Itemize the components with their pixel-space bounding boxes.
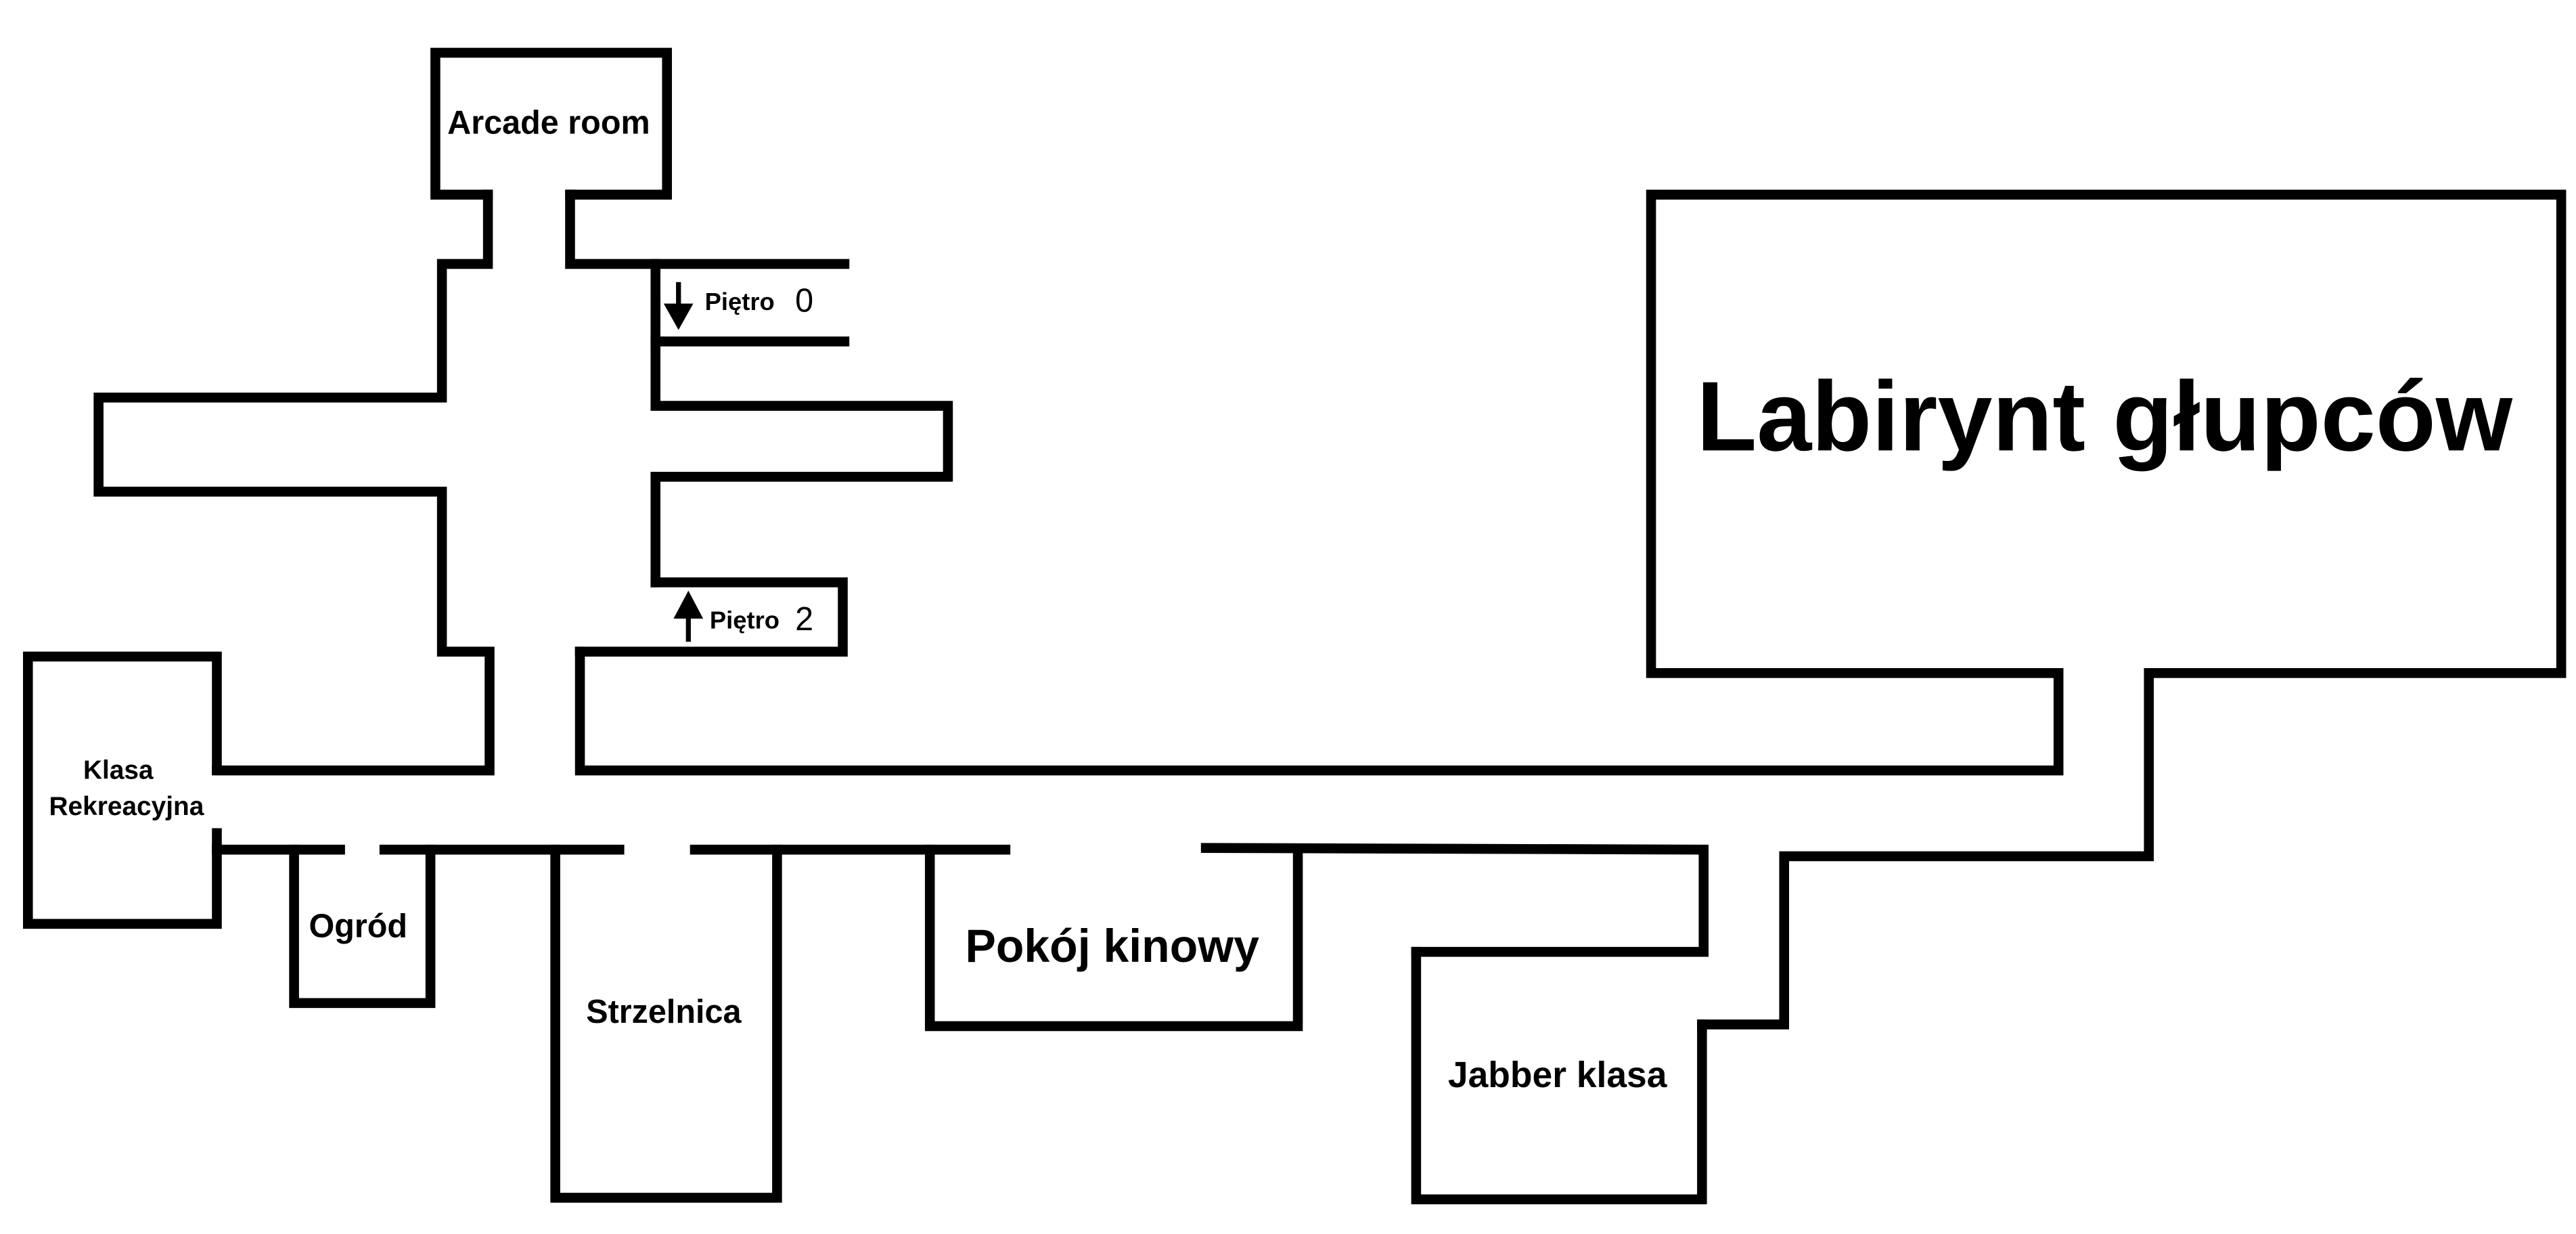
klasa-rekreacyjna-wall [22, 651, 222, 929]
pokoj-kinowy-wall [924, 844, 1303, 1032]
ogrod-label: Ogród [309, 908, 407, 944]
corridor-right-wall-upper [565, 190, 850, 269]
arrow-up-icon [673, 590, 704, 642]
stairs-up-box [574, 577, 848, 657]
jabber-klasa-label: Jabber klasa [1448, 1055, 1668, 1095]
ogrod-wall [289, 844, 436, 1009]
strzelnica-wall [550, 844, 782, 1203]
stairs-up-floor: 2 [795, 601, 813, 638]
stairs-down-floor: 0 [795, 283, 813, 319]
arcade-room-label: Arcade room [447, 104, 650, 141]
stairs-up-label: Piętro [710, 606, 779, 634]
long-corridor-top-wall [574, 190, 2567, 1030]
arrow-down-icon [663, 282, 694, 330]
klasa-rekreacyjna-label-line2: Rekreacyjna [49, 792, 204, 821]
labirynt-label: Labirynt głupców [1696, 361, 2512, 471]
bottom-wall-seg-4 [1200, 843, 1709, 957]
strzelnica-label: Strzelnica [586, 994, 742, 1030]
corridor-right-arm [650, 336, 953, 588]
pokoj-kinowy-label: Pokój kinowy [966, 921, 1260, 972]
corridor-left-wall-upper [93, 190, 495, 776]
stairs-down-label: Piętro [705, 288, 775, 315]
arcade-room-wall [430, 47, 673, 200]
klasa-rekreacyjna-label-line1: Klasa [83, 755, 154, 785]
jabber-klasa-wall [1411, 946, 1707, 1205]
